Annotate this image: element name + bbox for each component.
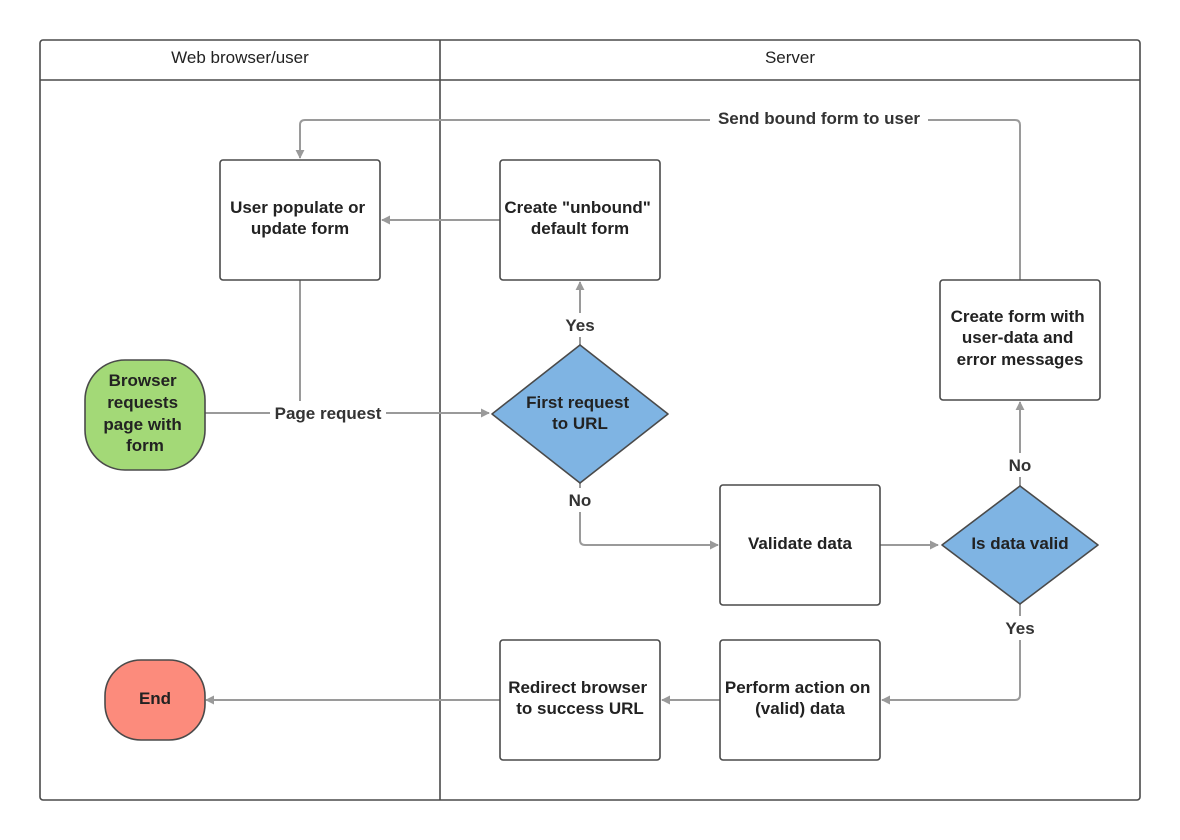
- edge-send-bound-form: [295, 119, 1021, 280]
- label-valid-yes: Yes: [1005, 619, 1034, 638]
- node-validate-data-text: Validate data: [748, 534, 852, 553]
- node-perform-action: Perform action on (valid) data: [719, 639, 881, 761]
- label-first-no: No: [569, 491, 592, 510]
- lane-title-browser: Web browser/user: [171, 48, 309, 67]
- start-terminal-shape: [84, 359, 206, 471]
- process-box-create-form-errors: [939, 279, 1101, 401]
- decision-diamond-first-request: [491, 344, 669, 484]
- outer-frame: [39, 39, 1141, 801]
- node-first-request: First request to URL: [491, 344, 669, 484]
- node-browser-requests-text: Browser requests page with form: [103, 371, 186, 455]
- process-box-validate-data: [719, 484, 881, 606]
- node-user-populate: User populate or update form: [219, 159, 381, 281]
- node-end-text: End: [139, 689, 171, 708]
- label-send-bound-form: Send bound form to user: [718, 109, 920, 128]
- process-box-redirect-browser: [499, 639, 661, 761]
- label-first-yes: Yes: [565, 316, 594, 335]
- node-create-unbound: Create "unbound" default form: [499, 159, 661, 281]
- process-box-user-populate: [219, 159, 381, 281]
- node-end: End: [104, 659, 206, 741]
- node-validate-data: Validate data: [719, 484, 881, 606]
- node-browser-requests: Browser requests page with form: [84, 359, 206, 471]
- node-user-populate-text: User populate or update form: [230, 198, 370, 238]
- edge-first-no: [579, 483, 719, 550]
- edge-valid-yes: [881, 604, 1021, 705]
- lane-title-server: Server: [765, 48, 815, 67]
- label-page-request: Page request: [275, 404, 382, 423]
- node-redirect-browser: Redirect browser to success URL: [499, 639, 661, 761]
- node-perform-action-text: Perform action on (valid) data: [725, 678, 875, 718]
- end-terminal-shape: [104, 659, 206, 741]
- swimlane-frame: Web browser/user Server: [39, 39, 1141, 801]
- decision-diamond-is-data-valid: [941, 485, 1099, 605]
- node-redirect-browser-text: Redirect browser to success URL: [508, 678, 652, 718]
- node-create-form-errors: Create form with user-data and error mes…: [939, 279, 1101, 401]
- node-create-form-errors-text: Create form with user-data and error mes…: [951, 307, 1090, 369]
- process-box-create-unbound: [499, 159, 661, 281]
- label-valid-no: No: [1009, 456, 1032, 475]
- node-is-data-valid: Is data valid: [941, 485, 1099, 605]
- process-box-perform-action: [719, 639, 881, 761]
- node-is-data-valid-text: Is data valid: [971, 534, 1068, 553]
- edge-labels: Send bound form to user Page request Yes…: [270, 106, 1039, 640]
- node-first-request-text: First request to URL: [526, 393, 634, 433]
- nodes: Browser requests page with form User pop…: [84, 159, 1101, 761]
- node-create-unbound-text: Create "unbound" default form: [504, 198, 655, 238]
